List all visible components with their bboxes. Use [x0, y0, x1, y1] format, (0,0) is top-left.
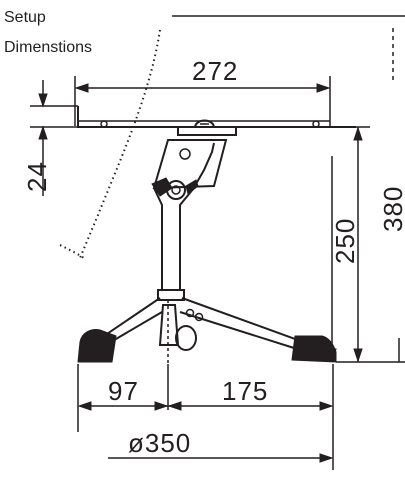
title-setup: Setup — [4, 9, 46, 26]
dimension-heights: 250 380 — [210, 126, 405, 363]
dimension-plate-height: 24 — [22, 80, 78, 196]
label-footprint: ø350 — [128, 428, 191, 458]
label-left-leg: 97 — [108, 376, 139, 406]
label-right-leg: 175 — [222, 376, 268, 406]
dimension-top-width: 272 — [74, 56, 331, 126]
dimension-base: 97 175 ø350 — [77, 300, 334, 470]
keyboard-plate — [77, 106, 356, 128]
label-plate-height: 24 — [22, 161, 52, 192]
tilt-indicator — [59, 15, 405, 259]
label-total-height: 380 — [378, 186, 405, 232]
tripod-base — [77, 297, 337, 363]
title-dimensions: Dimenstions — [4, 39, 92, 56]
label-column-height: 250 — [330, 218, 360, 264]
tilt-head — [151, 119, 237, 200]
stand-column — [153, 187, 195, 301]
label-top-width: 272 — [192, 56, 238, 86]
